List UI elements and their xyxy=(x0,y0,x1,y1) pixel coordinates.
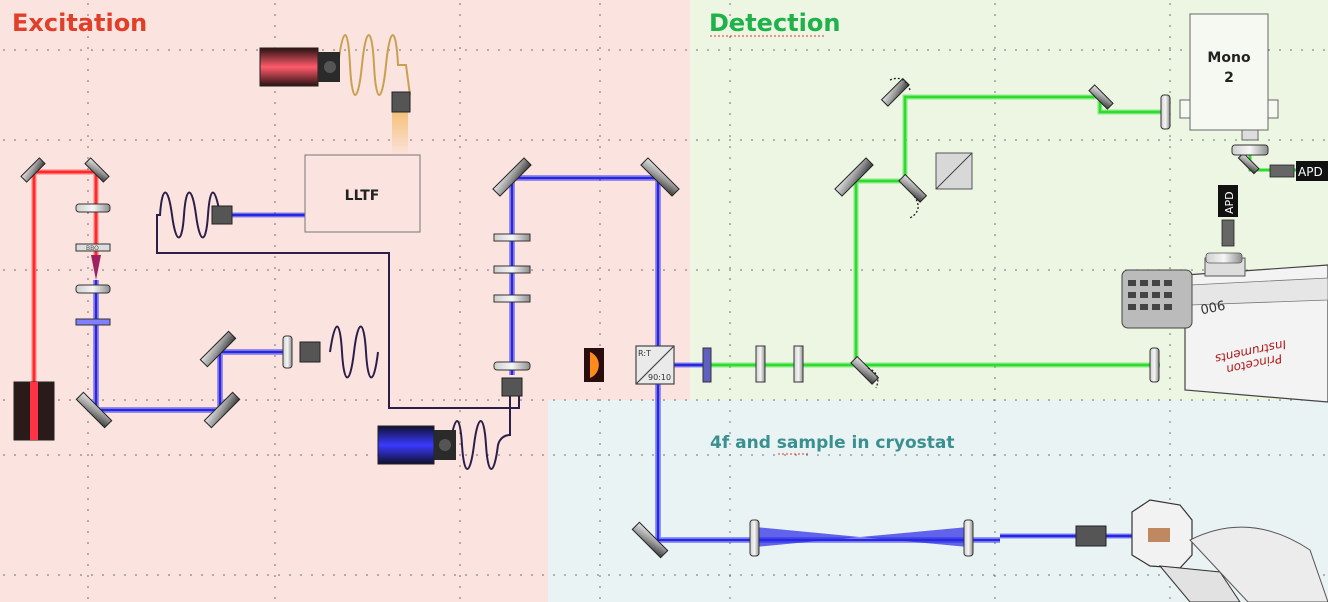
mono-box: Mono 2 xyxy=(1179,13,1279,141)
mirrors xyxy=(20,77,1260,559)
lenses xyxy=(75,94,1269,557)
ccd-camera: 900 Princeton Instruments xyxy=(1121,257,1328,403)
blue-laser-bottom xyxy=(377,425,456,465)
flip-mirror-arrows xyxy=(867,77,919,389)
fiber-coil-bottom xyxy=(449,385,511,470)
apd-right: APD xyxy=(1269,161,1328,181)
bs-ratio-bottom: 90:10 xyxy=(648,373,671,382)
apd-vertical-label: APD xyxy=(1223,191,1236,214)
orange-beam xyxy=(392,112,408,156)
sample-region xyxy=(548,400,1328,602)
fiber-coil-lltf xyxy=(156,191,520,409)
lltf-box: LLTF xyxy=(304,154,421,233)
grid-dots xyxy=(3,3,1325,599)
apd-vertical: APD xyxy=(1205,185,1243,264)
detection-title: Detection xyxy=(709,9,840,37)
red-beam xyxy=(31,169,101,390)
beam-splitter-90-10: R:T 90:10 xyxy=(635,345,675,385)
mono-label-line2: 2 xyxy=(1224,70,1234,86)
fiber-coil-top xyxy=(337,34,411,96)
red-laser-top xyxy=(259,47,340,87)
bs-ratio-top: R:T xyxy=(638,349,651,358)
camera-model: 900 xyxy=(1199,296,1226,316)
apd-right-label: APD xyxy=(1298,165,1323,179)
lltf-label: LLTF xyxy=(345,188,380,204)
excitation-region-lower xyxy=(0,400,548,602)
fiber-couplers xyxy=(211,91,1107,547)
red-laser-left xyxy=(13,381,55,441)
fiber-coil-middle xyxy=(329,325,379,379)
beam-dump xyxy=(584,348,604,382)
sample-title: 4f and sample in cryostat xyxy=(710,433,954,453)
bbo-label: BBO xyxy=(86,245,99,252)
cryostat xyxy=(1131,499,1328,602)
4f-focus-cones xyxy=(755,527,968,547)
polarizer-cube xyxy=(935,152,973,190)
mono-label-line1: Mono xyxy=(1207,50,1251,66)
excitation-title: Excitation xyxy=(12,9,147,37)
